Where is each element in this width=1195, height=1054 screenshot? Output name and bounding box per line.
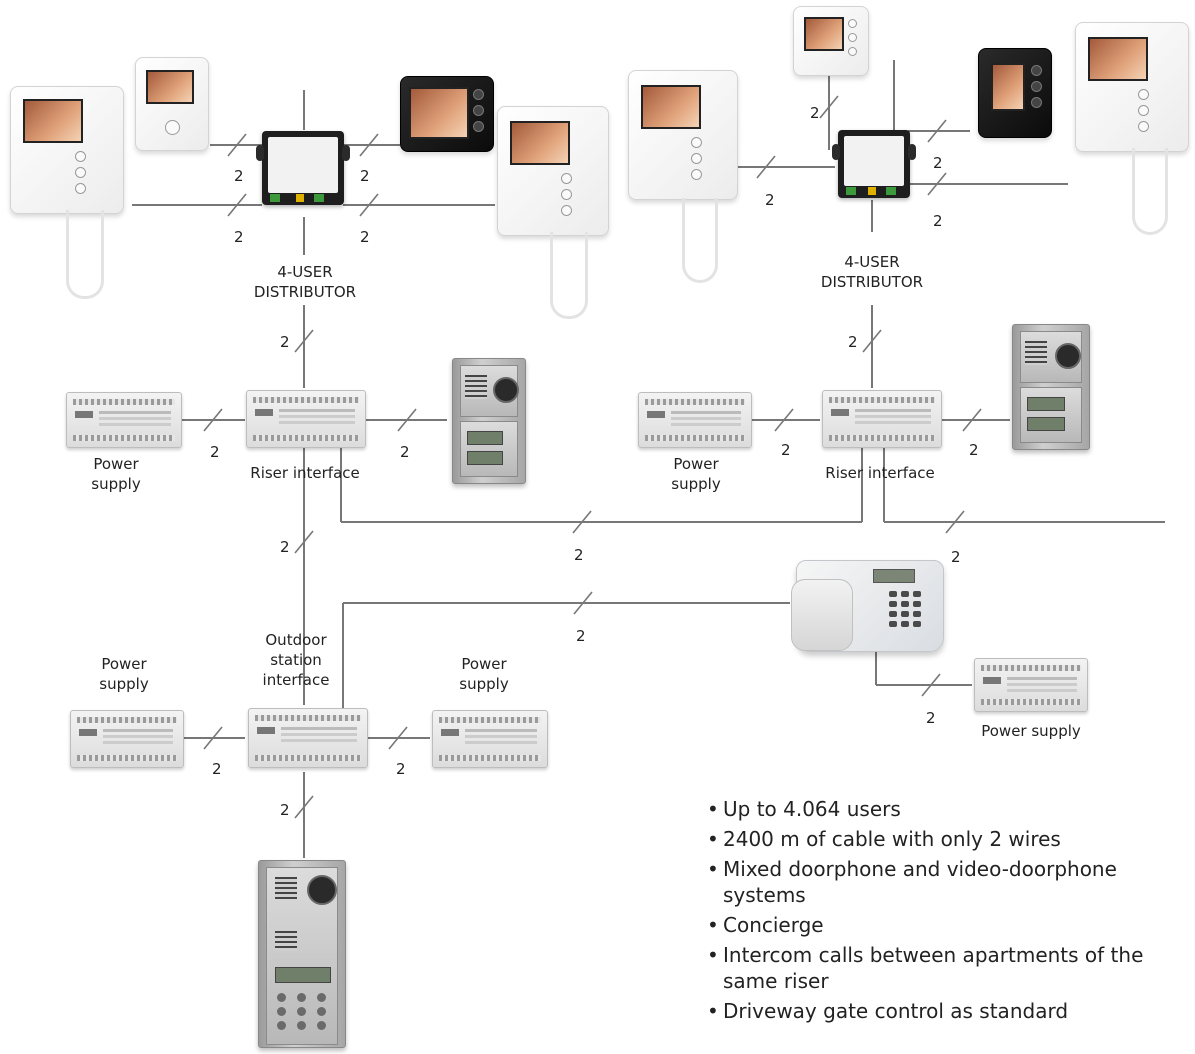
outdoor-station-interface-label: Outdoor station interface bbox=[262, 631, 330, 689]
outdoor-panel-icon bbox=[258, 860, 346, 1048]
distributor-label-left: 4-USER DISTRIBUTOR bbox=[253, 263, 357, 301]
wire-count-label: 2 bbox=[212, 760, 222, 778]
handset-cord-icon bbox=[550, 232, 588, 319]
video-monitor-icon bbox=[400, 76, 494, 152]
feature-item: Mixed doorphone and video-doorphone syst… bbox=[707, 856, 1177, 908]
wire-count-label: 2 bbox=[234, 228, 244, 246]
distributor-module-icon bbox=[256, 131, 350, 205]
feature-item: 2400 m of cable with only 2 wires bbox=[707, 826, 1177, 852]
wire-count-label: 2 bbox=[969, 441, 979, 459]
outdoor-panel-icon bbox=[1012, 324, 1090, 450]
video-monitor-icon bbox=[793, 6, 869, 76]
video-monitor-icon bbox=[497, 106, 609, 236]
wire-count-label: 2 bbox=[280, 801, 290, 819]
feature-item: Intercom calls between apartments of the… bbox=[707, 942, 1177, 994]
din-rail-module-icon bbox=[974, 658, 1088, 712]
wire-count-label: 2 bbox=[576, 627, 586, 645]
power-supply-label: Power supply bbox=[459, 655, 509, 693]
wire-count-label: 2 bbox=[210, 443, 220, 461]
din-rail-module-icon bbox=[248, 708, 368, 768]
concierge-phone-icon bbox=[791, 560, 944, 652]
din-rail-module-icon bbox=[822, 390, 942, 448]
riser-interface-label-right: Riser interface bbox=[825, 464, 935, 482]
wire-count-label: 2 bbox=[926, 709, 936, 727]
feature-item: Concierge bbox=[707, 912, 1177, 938]
video-monitor-icon bbox=[978, 48, 1052, 138]
wire-count-label: 2 bbox=[765, 191, 775, 209]
power-supply-label: Power supply bbox=[91, 455, 141, 493]
wire-count-label: 2 bbox=[951, 548, 961, 566]
outdoor-panel-icon bbox=[452, 358, 526, 484]
din-rail-module-icon bbox=[432, 710, 548, 768]
video-monitor-icon bbox=[628, 70, 738, 200]
din-rail-module-icon bbox=[66, 392, 182, 448]
din-rail-module-icon bbox=[70, 710, 184, 768]
power-supply-label: Power supply bbox=[99, 655, 149, 693]
riser-interface-label-left: Riser interface bbox=[250, 464, 360, 482]
power-supply-label: Power supply bbox=[981, 722, 1081, 740]
video-monitor-icon bbox=[10, 86, 124, 214]
power-supply-label: Power supply bbox=[671, 455, 721, 493]
wire-count-label: 2 bbox=[848, 333, 858, 351]
feature-item: Up to 4.064 users bbox=[707, 796, 1177, 822]
wire-count-label: 2 bbox=[781, 441, 791, 459]
wire-count-label: 2 bbox=[234, 167, 244, 185]
wire-count-label: 2 bbox=[360, 167, 370, 185]
video-monitor-icon bbox=[135, 57, 209, 151]
distributor-label-right: 4-USER DISTRIBUTOR bbox=[820, 253, 924, 291]
distributor-module-icon bbox=[832, 130, 916, 198]
feature-list: Up to 4.064 users 2400 m of cable with o… bbox=[707, 796, 1177, 1028]
din-rail-module-icon bbox=[638, 392, 752, 448]
video-monitor-icon bbox=[1075, 22, 1189, 152]
wire-count-label: 2 bbox=[396, 760, 406, 778]
wire-count-label: 2 bbox=[810, 104, 820, 122]
handset-cord-icon bbox=[66, 210, 104, 299]
wire-count-label: 2 bbox=[400, 443, 410, 461]
wire-count-label: 2 bbox=[574, 546, 584, 564]
din-rail-module-icon bbox=[246, 390, 366, 448]
wire-count-label: 2 bbox=[360, 228, 370, 246]
wire-count-label: 2 bbox=[280, 333, 290, 351]
handset-cord-icon bbox=[1132, 148, 1168, 235]
wire-count-label: 2 bbox=[280, 538, 290, 556]
wire-count-label: 2 bbox=[933, 154, 943, 172]
wire-count-label: 2 bbox=[933, 212, 943, 230]
feature-item: Driveway gate control as standard bbox=[707, 998, 1177, 1024]
handset-cord-icon bbox=[682, 198, 718, 283]
